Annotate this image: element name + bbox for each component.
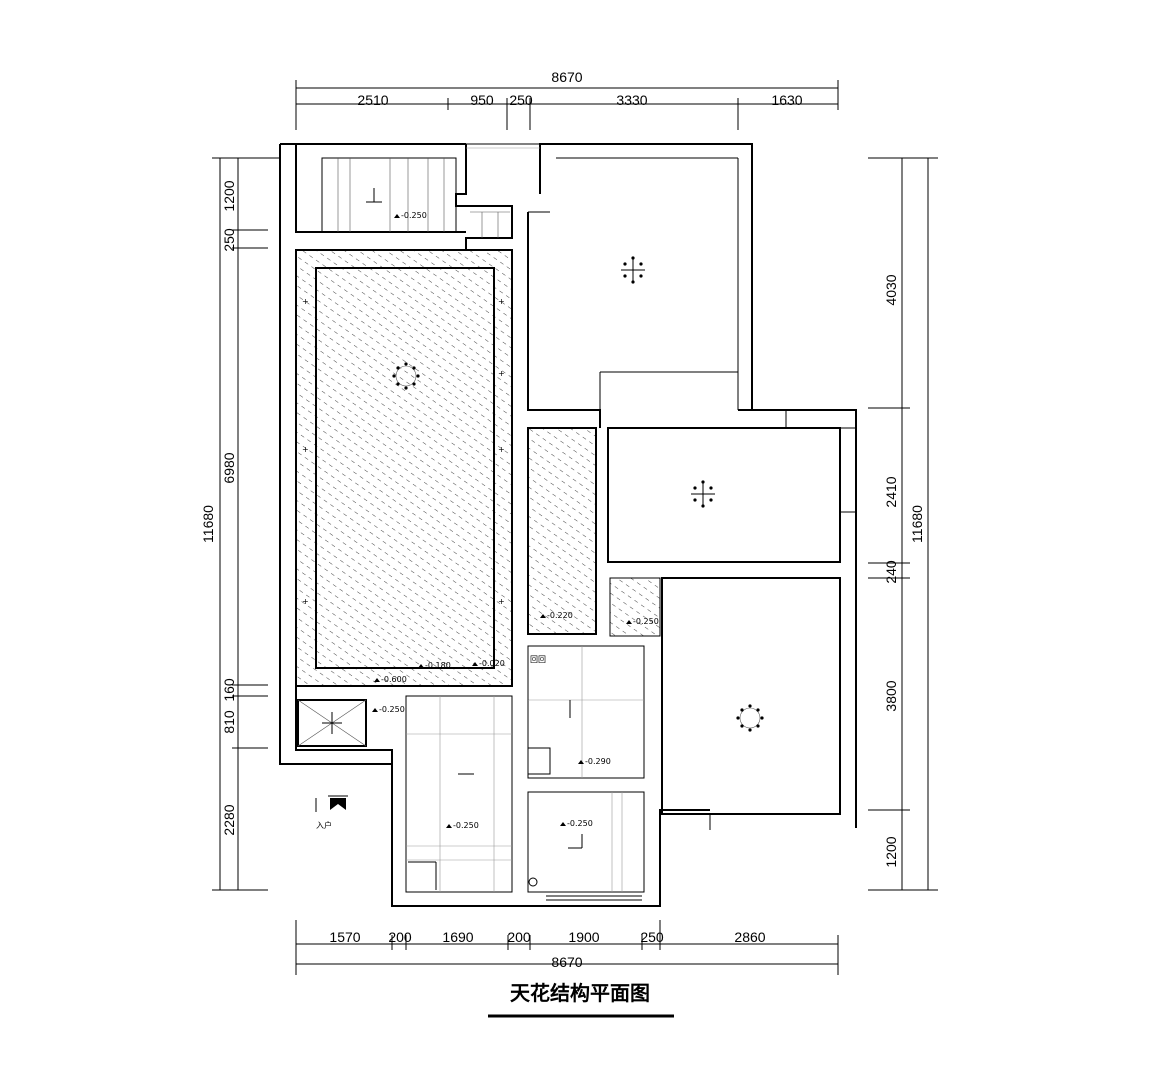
dim-bottom-7: 2860	[734, 929, 765, 945]
level-marker: -0.020	[479, 659, 505, 668]
svg-text:回回: 回回	[530, 655, 546, 664]
svg-text:+: +	[498, 597, 505, 606]
washroom	[527, 791, 645, 901]
bathroom: 回回	[527, 645, 645, 779]
dim-left-total: 11680	[200, 505, 216, 543]
dim-bottom-2: 200	[388, 929, 412, 945]
dim-right-3: 240	[883, 560, 899, 584]
kitchen	[405, 695, 513, 893]
dim-top-total: 8670	[551, 69, 582, 85]
dim-left-6: 2280	[221, 804, 237, 835]
ceiling-lamp-icon	[691, 480, 715, 508]
dim-left-2: 250	[221, 228, 237, 252]
level-marker: -0.290	[585, 757, 611, 766]
svg-text:+: +	[302, 597, 309, 606]
dim-bottom-3: 1690	[442, 929, 473, 945]
dim-left-4: 160	[221, 678, 237, 702]
dim-bottom-total: 8670	[551, 954, 582, 970]
svg-text:+: +	[302, 297, 309, 306]
balcony-top	[321, 157, 510, 238]
ceiling-lamp-icon	[392, 362, 420, 390]
right-dimensions: 4030 2410 240 3800 1200 11680	[868, 157, 938, 891]
ceiling-lamp-icon	[621, 256, 645, 284]
dim-right-5: 1200	[883, 836, 899, 867]
entry-label: 入户	[316, 820, 332, 830]
dim-top-4: 3330	[616, 92, 647, 108]
ceiling-lamp-icon	[736, 704, 764, 732]
level-marker: -0.250	[633, 617, 659, 626]
dim-left-5: 810	[221, 710, 237, 734]
ceiling-level-markers: -0.250 -0.600 -0.180 -0.020 -0.250 -0.22…	[372, 211, 659, 830]
svg-text:+: +	[498, 445, 505, 454]
level-marker: -0.250	[453, 821, 479, 830]
dim-bottom-5: 1900	[568, 929, 599, 945]
corridor	[527, 427, 661, 637]
bedroom-3	[661, 577, 841, 830]
dim-top-2: 950	[470, 92, 494, 108]
dim-left-1: 1200	[221, 180, 237, 211]
drawing-title: 天花结构平面图	[510, 981, 650, 1005]
svg-text:+: +	[302, 445, 309, 454]
dim-right-2: 2410	[883, 476, 899, 507]
dim-top-3: 250	[509, 92, 533, 108]
level-marker: -0.250	[401, 211, 427, 220]
level-marker: -0.220	[547, 611, 573, 620]
dim-right-4: 3800	[883, 680, 899, 711]
bottom-dimensions: 1570 200 1690 200 1900 250 2860 8670	[295, 920, 839, 975]
dim-right-1: 4030	[883, 274, 899, 305]
dim-top-5: 1630	[771, 92, 802, 108]
dim-bottom-1: 1570	[329, 929, 360, 945]
dim-top-1: 2510	[357, 92, 388, 108]
bedroom-1	[621, 256, 645, 284]
svg-text:+: +	[498, 369, 505, 378]
entrance-cabinet	[297, 699, 367, 747]
level-marker: -0.180	[425, 661, 451, 670]
entry-door-icon	[315, 795, 348, 812]
living-room: + + + + + + +	[295, 249, 513, 687]
svg-text:+: +	[498, 297, 505, 306]
level-marker: -0.250	[379, 705, 405, 714]
top-dimensions: 8670 2510 950 250 3330 1630	[295, 69, 839, 130]
dim-left-3: 6980	[221, 452, 237, 483]
level-marker: -0.600	[381, 675, 407, 684]
dim-bottom-6: 250	[640, 929, 664, 945]
dim-bottom-4: 200	[507, 929, 531, 945]
level-marker: -0.250	[567, 819, 593, 828]
bedroom-2	[607, 427, 841, 563]
left-dimensions: 1200 250 6980 160 810 2280 11680	[200, 157, 280, 891]
dim-right-total: 11680	[909, 505, 925, 543]
